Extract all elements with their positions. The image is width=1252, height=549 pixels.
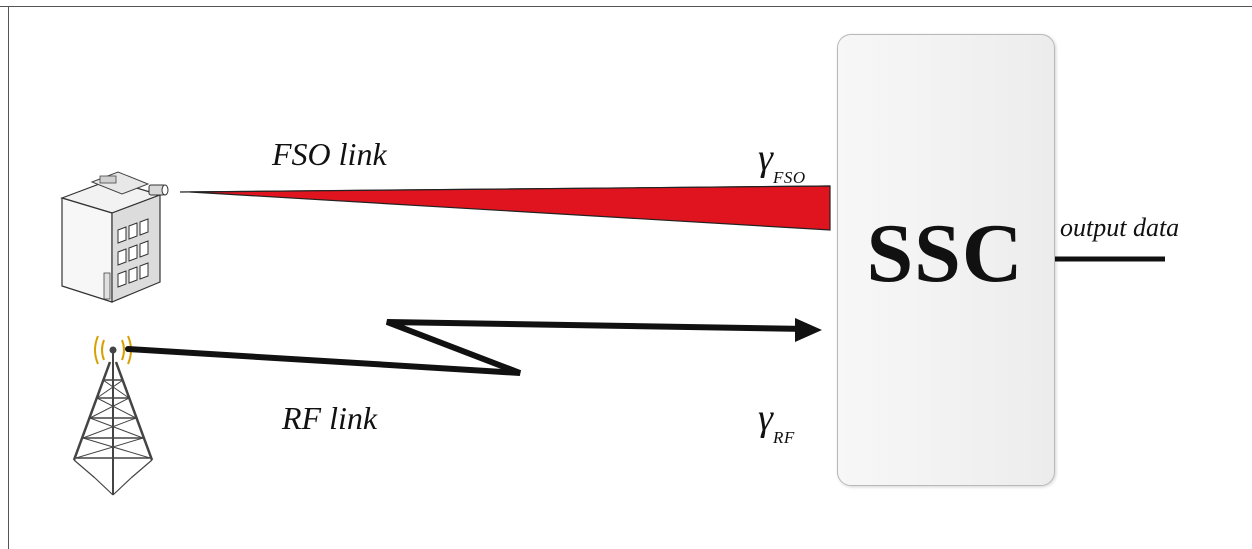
gamma-fso-label: γFSO [758, 136, 806, 187]
frame-top-border [0, 6, 1252, 7]
gamma-rf-symbol: γ [758, 397, 773, 439]
fso-beam [179, 185, 831, 231]
ssc-combiner-box [837, 34, 1055, 486]
output-data-label: output data [1060, 213, 1180, 242]
ssc-label: SSC [866, 207, 1024, 300]
rf-link-label: RF link [282, 400, 378, 436]
building-icon [60, 171, 169, 303]
gamma-fso-symbol: γ [758, 137, 773, 179]
radio-tower-icon [72, 335, 154, 496]
gamma-fso-subscript: FSO [772, 167, 806, 187]
gamma-rf-subscript: RF [772, 427, 795, 447]
rf-signal [125, 318, 822, 376]
frame-left-border [8, 6, 9, 549]
gamma-rf-label: γRF [758, 396, 795, 447]
fso-link-label: FSO link [272, 136, 387, 172]
